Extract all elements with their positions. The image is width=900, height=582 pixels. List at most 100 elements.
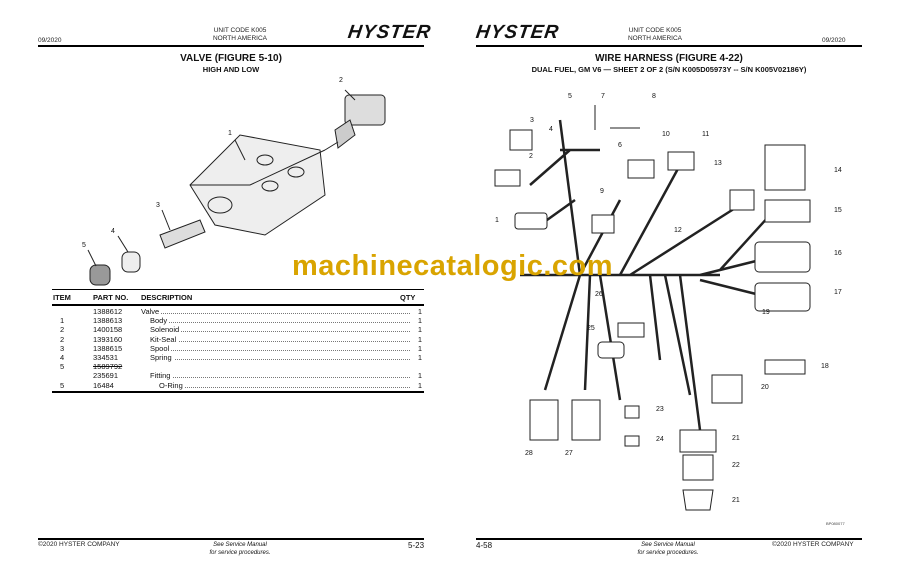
table-header-rule [52, 304, 424, 306]
callout-label: 27 [565, 450, 573, 457]
part-number: 1393160 [93, 334, 123, 344]
left-date: 09/2020 [38, 37, 62, 44]
quantity: 1 [417, 307, 422, 316]
callout-label: 2 [529, 153, 533, 160]
footer-rule-right [476, 538, 862, 540]
callout-label: 14 [834, 167, 842, 174]
description: Spring [150, 352, 174, 362]
callout-4: 4 [111, 228, 115, 235]
part-number: 16484 [93, 380, 114, 390]
callout-label: 17 [834, 289, 842, 296]
callout-label: 15 [834, 207, 842, 214]
item-number: 2 [60, 334, 65, 344]
part-number: 1388612 [93, 307, 123, 316]
table-row: 1 1388613 Body 1 [52, 316, 424, 326]
item-number: 3 [60, 343, 65, 353]
divider [476, 45, 862, 47]
callout-label: 5 [568, 93, 572, 100]
callout-label: 11 [702, 131, 710, 138]
callout-label: 19 [762, 309, 770, 316]
quantity: 1 [417, 371, 422, 381]
part-number: 1388615 [93, 343, 123, 353]
description: Solenoid [150, 325, 182, 335]
callout-label: 1 [495, 217, 499, 224]
callout-label: 22 [732, 462, 740, 469]
left-footer-note2: for service procedures. [209, 550, 271, 556]
right-footer-note2: for service procedures. [637, 550, 699, 556]
quantity: 1 [417, 380, 422, 390]
page-subtitle: HIGH AND LOW [202, 65, 260, 74]
col-header-qty: QTY [400, 293, 416, 302]
callout-label: 26 [595, 291, 603, 298]
part-number: 334531 [93, 352, 119, 362]
right-unit-code: UNIT CODE K005 [628, 27, 682, 34]
col-header-item: ITEM [53, 293, 71, 302]
right-copyright: ©2020 HYSTER COMPANY [772, 541, 854, 548]
page-subtitle-right: DUAL FUEL, GM V6 — SHEET 2 OF 2 (S/N K00… [531, 65, 807, 74]
watermark: machinecatalogic.com [292, 250, 614, 282]
description-cell: Body [150, 316, 410, 326]
description-cell: Solenoid [150, 325, 410, 335]
col-header-description: DESCRIPTION [141, 293, 193, 302]
quantity: 1 [417, 325, 422, 335]
description: Valve [141, 307, 162, 316]
callout-label: 21 [732, 497, 740, 504]
col-header-part: PART NO. [93, 293, 129, 302]
item-number: 5 [60, 362, 65, 372]
callout-label: 20 [761, 384, 769, 391]
callout-1: 1 [228, 130, 232, 137]
table-row: 5 16484 O-Ring 1 [52, 380, 424, 390]
figure-id: BP080077 [826, 521, 845, 526]
left-region: NORTH AMERICA [212, 35, 268, 42]
description-cell: O-Ring [159, 380, 410, 390]
part-number: 1400158 [93, 325, 123, 335]
callout-label: 25 [587, 325, 595, 332]
callout-label: 3 [530, 117, 534, 124]
callout-label: 6 [618, 142, 622, 149]
callout-label: 16 [834, 250, 842, 257]
description: Fitting [150, 371, 173, 381]
left-page-number: 5-23 [408, 541, 425, 550]
callout-label: 4 [549, 126, 553, 133]
right-page-number: 4-58 [476, 541, 493, 550]
description: Body [150, 316, 170, 326]
description-cell: Kit-Seal [150, 334, 410, 344]
page-title: VALVE (FIGURE 5-10) [180, 53, 282, 64]
part-number: 1388613 [93, 316, 123, 326]
footer-rule-left [38, 538, 424, 540]
page-title-right: WIRE HARNESS (FIGURE 4-22) [595, 53, 743, 64]
quantity: 1 [417, 316, 422, 326]
callout-label: 24 [656, 436, 664, 443]
callout-3: 3 [156, 202, 160, 209]
description-cell: Fitting [150, 371, 410, 381]
left-footer-note1: See Service Manual [213, 542, 267, 548]
callout-label: 18 [821, 363, 829, 370]
table-row: 2 1393160 Kit-Seal 1 [52, 334, 424, 344]
left-unit-code: UNIT CODE K005 [213, 27, 267, 34]
callout-label: 23 [656, 406, 664, 413]
callout-label: 21 [732, 435, 740, 442]
quantity: 1 [417, 352, 422, 362]
hyster-logo-right: HYSTER [474, 22, 561, 43]
callout-label: 9 [600, 188, 604, 195]
callout-5: 5 [82, 242, 86, 249]
right-region: NORTH AMERICA [627, 35, 683, 42]
left-copyright: ©2020 HYSTER COMPANY [38, 541, 120, 548]
divider [38, 45, 424, 47]
quantity: 1 [417, 334, 422, 344]
right-footer-note1: See Service Manual [641, 542, 695, 548]
description: Spool [150, 343, 172, 353]
callout-label: 13 [714, 160, 722, 167]
item-number: 1 [60, 316, 65, 326]
description-cell: Valve [141, 307, 410, 316]
callout-label: 7 [601, 93, 605, 100]
part-number: 1589792 [93, 362, 123, 372]
callout-label: 12 [674, 227, 682, 234]
item-number: 5 [60, 380, 65, 390]
item-number: 2 [60, 325, 65, 335]
